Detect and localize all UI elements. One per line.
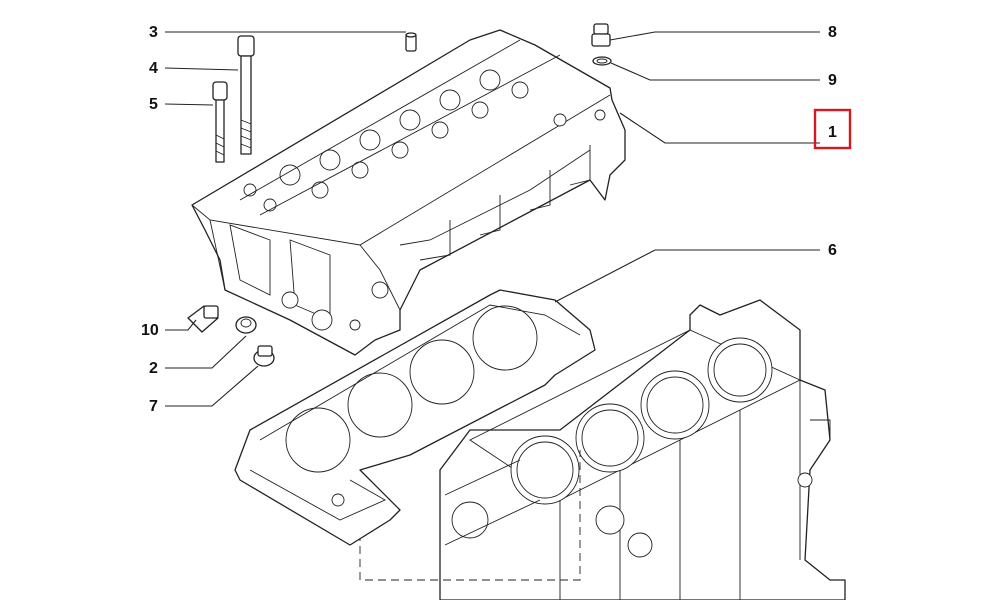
dowel-pin-part-3 [405, 32, 417, 52]
callout-2: 2 [149, 360, 158, 377]
cylinder-head [191, 29, 626, 356]
leader-6 [554, 249, 820, 303]
callout-10: 10 [141, 322, 159, 339]
leader-1 [619, 112, 820, 144]
leader-lines [164, 31, 820, 407]
callout-1: 1 [828, 124, 837, 141]
alignment-dashes [359, 450, 581, 581]
leader-4 [164, 67, 239, 71]
threaded-plug-part-8 [591, 23, 611, 47]
callout-7: 7 [149, 398, 158, 415]
sensor-part-10 [187, 305, 219, 333]
leader-2 [165, 335, 247, 369]
threaded-plug-part-7 [253, 345, 275, 367]
callout-3: 3 [149, 24, 158, 41]
leader-5 [164, 103, 214, 106]
callout-6: 6 [828, 242, 837, 259]
leader-9 [610, 62, 820, 81]
o-ring-part-9 [592, 56, 612, 66]
leader-10 [165, 319, 197, 331]
short-head-bolt-part-5 [212, 81, 228, 163]
leader-7 [165, 365, 259, 407]
callout-5: 5 [149, 96, 158, 113]
engine-block [439, 299, 846, 600]
callout-4: 4 [149, 60, 158, 77]
callout-1-highlight-box [813, 108, 852, 150]
long-head-bolt-part-4 [237, 35, 255, 155]
plug-cap-part-2 [235, 316, 257, 334]
callout-9: 9 [828, 72, 837, 89]
leader-8 [609, 31, 820, 41]
head-gasket [234, 289, 596, 546]
callout-8: 8 [828, 24, 837, 41]
